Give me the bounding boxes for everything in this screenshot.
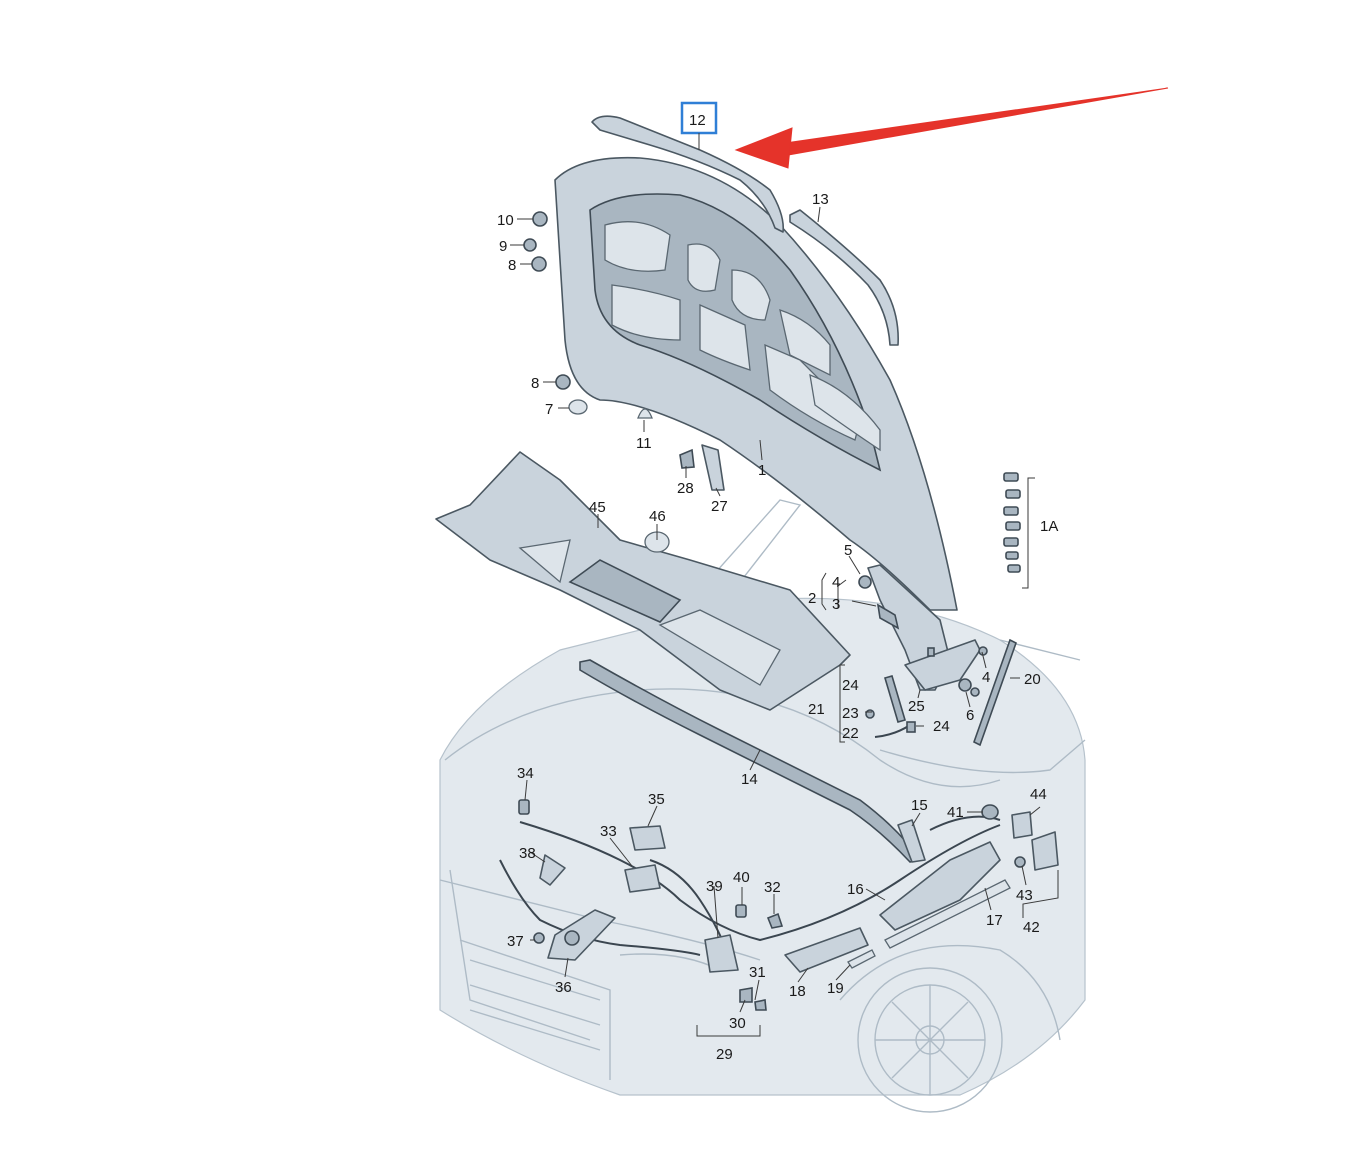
label-42: 42: [1023, 919, 1040, 936]
label-12: 12: [689, 112, 706, 129]
label-4-lower: 4: [982, 669, 990, 686]
label-30: 30: [729, 1015, 746, 1032]
car-body-outline: [439, 499, 1086, 1113]
label-11: 11: [636, 435, 652, 452]
label-24-lower: 24: [933, 718, 950, 735]
label-18: 18: [789, 983, 806, 1000]
label-22: 22: [842, 725, 859, 742]
label-7: 7: [545, 401, 553, 418]
label-15: 15: [911, 797, 928, 814]
label-1: 1: [758, 462, 766, 479]
label-16: 16: [847, 881, 864, 898]
latch-and-cables: [499, 647, 1059, 1011]
label-41: 41: [947, 804, 964, 821]
hood-hinge: [858, 564, 988, 697]
hood: [554, 156, 958, 611]
label-13: 13: [812, 191, 829, 208]
label-32: 32: [764, 879, 781, 896]
label-14: 14: [741, 771, 758, 788]
cowl-panel: [435, 451, 851, 711]
label-6: 6: [966, 707, 974, 724]
label-28: 28: [677, 480, 694, 497]
label-25: 25: [908, 698, 925, 715]
label-17: 17: [986, 912, 1003, 929]
label-10: 10: [497, 212, 514, 229]
part-labels: 1 1A 2 3 4 4 5 6 7 8 8 9 10 11 12 13 14 …: [497, 112, 1058, 1063]
label-27: 27: [711, 498, 728, 515]
label-1a: 1A: [1040, 518, 1058, 535]
group-brackets: [821, 572, 827, 611]
label-21: 21: [808, 701, 825, 718]
label-31: 31: [749, 964, 766, 981]
label-36: 36: [555, 979, 572, 996]
bolt-kit: [1003, 472, 1021, 573]
pointer-arrow: [734, 87, 1169, 169]
label-5: 5: [844, 542, 852, 559]
label-24-upper: 24: [842, 677, 859, 694]
label-23: 23: [842, 705, 859, 722]
label-3: 3: [832, 596, 840, 613]
hood-seal-front: [591, 115, 785, 233]
label-8-lower: 8: [531, 375, 539, 392]
label-33: 33: [600, 823, 617, 840]
label-4-upper: 4: [832, 574, 840, 591]
label-46: 46: [649, 508, 666, 525]
leader-lines: [510, 133, 1059, 1037]
hood-bumper-stops: [523, 211, 725, 491]
gas-strut: [973, 638, 1017, 747]
label-9: 9: [499, 238, 507, 255]
label-44: 44: [1030, 786, 1047, 803]
label-35: 35: [648, 791, 665, 808]
label-38: 38: [519, 845, 536, 862]
label-37: 37: [507, 933, 524, 950]
label-34: 34: [517, 765, 534, 782]
label-45: 45: [589, 499, 606, 516]
label-43: 43: [1016, 887, 1033, 904]
label-40: 40: [733, 869, 750, 886]
label-2: 2: [808, 590, 816, 607]
label-39: 39: [706, 878, 723, 895]
label-20: 20: [1024, 671, 1041, 688]
label-19: 19: [827, 980, 844, 997]
hood-seal-side: [789, 209, 899, 346]
label-29: 29: [716, 1046, 733, 1063]
label-8-upper: 8: [508, 257, 516, 274]
